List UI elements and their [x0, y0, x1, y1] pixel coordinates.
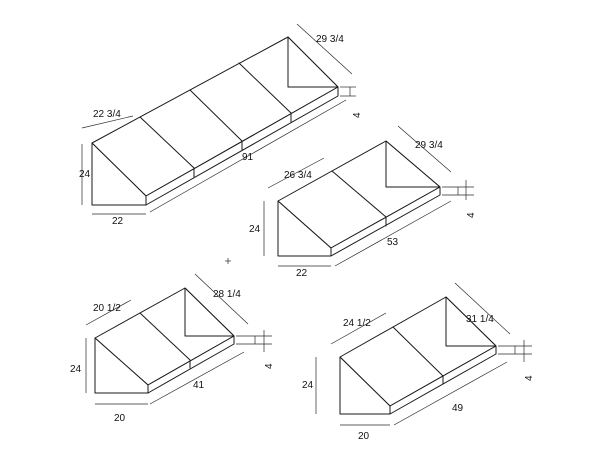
shape-d-label-length: 49 [452, 403, 464, 414]
shape-c-label-top-slope: 20 1/2 [93, 303, 121, 314]
shape-b-left-end [277, 200, 332, 257]
shape-d-right-end [445, 296, 497, 347]
shape-a-label-end-slope: 29 3/4 [316, 34, 344, 45]
shape-d-left-end [339, 356, 391, 415]
shape-a-left-end [91, 142, 147, 206]
shape-c-divider-1 [139, 312, 191, 361]
shape-a-label-height: 24 [79, 169, 91, 180]
shape-c-label-end-slope: 28 1/4 [213, 289, 241, 300]
shape-a-divider-2 [189, 89, 243, 142]
shape-b-dim-end-slope [397, 125, 452, 173]
shape-c-label-depth: 20 [114, 413, 126, 424]
shape-b-label-height: 24 [249, 224, 261, 235]
shape-b-label-lip: 4 [466, 212, 477, 218]
shape-a-dim-end-slope [296, 23, 353, 75]
registration-mark [225, 258, 231, 264]
shape-d-label-lip: 4 [524, 375, 535, 381]
shape-b-right-end [385, 140, 441, 188]
shape-d: 24 1/2 24 20 49 31 1/4 4 [302, 282, 535, 442]
shape-a-divider-1 [139, 116, 195, 169]
shape-d-dim-top-slope [330, 312, 387, 345]
shape-a-divider-3 [238, 62, 292, 114]
shape-a-right-end [287, 36, 339, 88]
shape-c-left-end [94, 337, 149, 394]
shape-a: 22 3/4 24 22 91 29 3/4 4 [79, 23, 363, 227]
shape-a-label-lip: 4 [352, 112, 363, 118]
shape-b-dim-length [334, 200, 452, 267]
shape-c-label-lip: 4 [264, 363, 275, 369]
shape-a-label-length: 91 [242, 152, 254, 163]
shape-c-label-height: 24 [70, 364, 82, 375]
shape-d-label-depth: 20 [358, 431, 370, 442]
shape-d-label-top-slope: 24 1/2 [343, 318, 371, 329]
shape-c-dim-length [149, 351, 245, 405]
shape-b-dim-top-slope [267, 157, 325, 189]
shape-b: 26 3/4 24 22 53 29 3/4 4 [249, 125, 477, 279]
shape-d-divider-1 [392, 326, 444, 377]
shape-c-right-end [184, 287, 235, 337]
shape-b-divider-1 [331, 170, 387, 218]
shape-b-label-end-slope: 29 3/4 [415, 140, 443, 151]
shape-a-dim-top-slope [81, 115, 134, 129]
shape-c-dim-top-slope [85, 299, 132, 326]
shape-a-label-top-slope: 22 3/4 [93, 109, 121, 120]
shape-b-label-top-slope: 26 3/4 [284, 170, 312, 181]
shape-a-label-depth: 22 [112, 216, 124, 227]
shape-d-label-height: 24 [302, 380, 314, 391]
shape-b-label-length: 53 [387, 237, 399, 248]
shape-c-dim-end-slope [194, 273, 249, 325]
shape-d-label-end-slope: 31 1/4 [466, 314, 494, 325]
shape-d-dim-length [393, 361, 508, 426]
shape-d-dim-end-slope [454, 282, 511, 335]
shape-c: 20 1/2 24 20 41 28 1/4 4 [70, 273, 275, 424]
shape-b-label-depth: 22 [296, 268, 308, 279]
shape-a-dim-length [149, 99, 347, 213]
shape-c-label-length: 41 [193, 380, 205, 391]
